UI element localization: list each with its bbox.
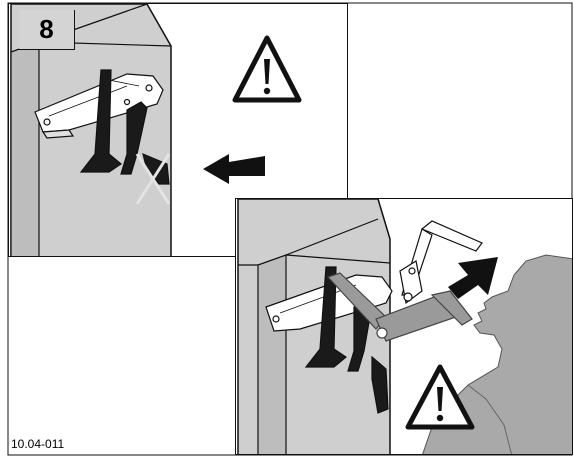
step-panel-bottom [235,198,573,455]
cabinet-front [11,42,39,257]
cabinet-front [258,255,286,455]
arrow-left-icon [203,154,265,184]
step-number: 8 [19,10,75,50]
document-code: 10.04-011 [11,437,64,451]
warning-triangle-icon [235,38,299,100]
arrow-up-right-icon [448,257,498,299]
bottom-illustration [236,199,573,455]
